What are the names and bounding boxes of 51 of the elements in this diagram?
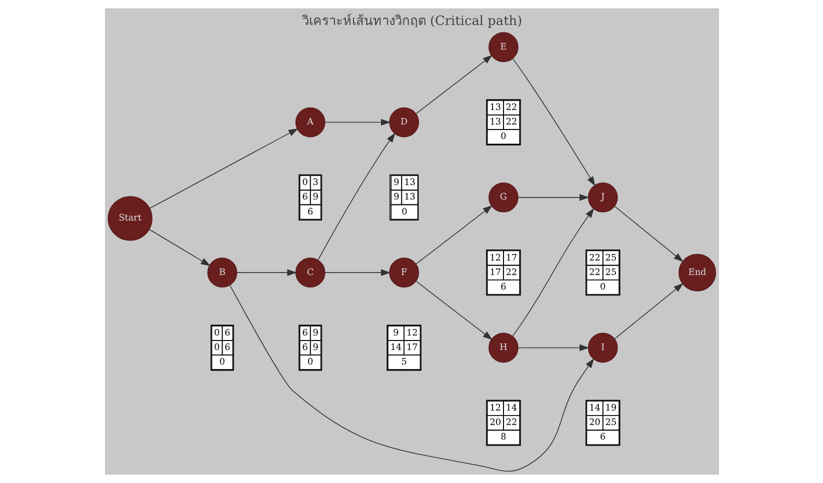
node-label: 17 bbox=[489, 268, 501, 278]
node-label: 22 bbox=[505, 103, 517, 113]
node-label: 0 bbox=[307, 358, 313, 368]
node-label: 8 bbox=[500, 432, 506, 443]
node-label: 0 bbox=[218, 358, 225, 368]
diagram-title: วิเคราะห์เส้นทางวิกฤต (Critical path) bbox=[301, 14, 522, 30]
node-label: 13 bbox=[489, 103, 501, 113]
node-label: 9 bbox=[393, 192, 399, 203]
node-label: 0 bbox=[302, 178, 308, 188]
node-label: 12 bbox=[489, 253, 501, 264]
node-label: 6 bbox=[224, 343, 230, 353]
node-label: 25 bbox=[604, 253, 616, 264]
node-label: 9 bbox=[312, 192, 318, 203]
node-label: 22 bbox=[588, 253, 600, 264]
node-label: 19 bbox=[604, 404, 616, 414]
node-label: 6 bbox=[307, 207, 313, 218]
node-label: 14 bbox=[505, 404, 517, 414]
node-label: 0 bbox=[401, 207, 407, 218]
node-label: 17 bbox=[406, 343, 418, 353]
node-label: 9 bbox=[312, 343, 318, 353]
node-label: 3 bbox=[312, 178, 318, 188]
node-label: 22 bbox=[588, 268, 600, 278]
node-label: 6 bbox=[500, 282, 506, 292]
node-label: 25 bbox=[604, 418, 616, 428]
node-label: 5 bbox=[400, 358, 406, 368]
node-label: 22 bbox=[505, 418, 517, 428]
node-label: 20 bbox=[588, 418, 600, 428]
node-label: 14 bbox=[390, 343, 402, 353]
node-label: 12 bbox=[406, 328, 418, 338]
node-label: 9 bbox=[312, 328, 318, 338]
node-label: 0 bbox=[600, 282, 606, 292]
node-label: 0 bbox=[214, 328, 220, 338]
node-label: 6 bbox=[302, 328, 308, 338]
node-label: 6 bbox=[302, 192, 308, 203]
node-label: 13 bbox=[404, 192, 415, 203]
node-label: 14 bbox=[588, 404, 600, 414]
node-label: 12 bbox=[489, 404, 501, 414]
node-label: 6 bbox=[600, 432, 606, 443]
node-label: 13 bbox=[489, 118, 501, 128]
node-label: 22 bbox=[505, 268, 517, 278]
node-label: 6 bbox=[224, 328, 230, 338]
node-label: 17 bbox=[505, 253, 517, 264]
node-label: 9 bbox=[392, 328, 398, 338]
node-label: 0 bbox=[500, 132, 506, 142]
node-label: 6 bbox=[302, 343, 308, 353]
node-label: 20 bbox=[489, 418, 501, 428]
node-label: 13 bbox=[404, 178, 415, 188]
node-label: 25 bbox=[604, 268, 616, 278]
node-label: 0 bbox=[214, 343, 220, 353]
node-label: 9 bbox=[393, 178, 399, 188]
node-label: 22 bbox=[505, 118, 517, 128]
